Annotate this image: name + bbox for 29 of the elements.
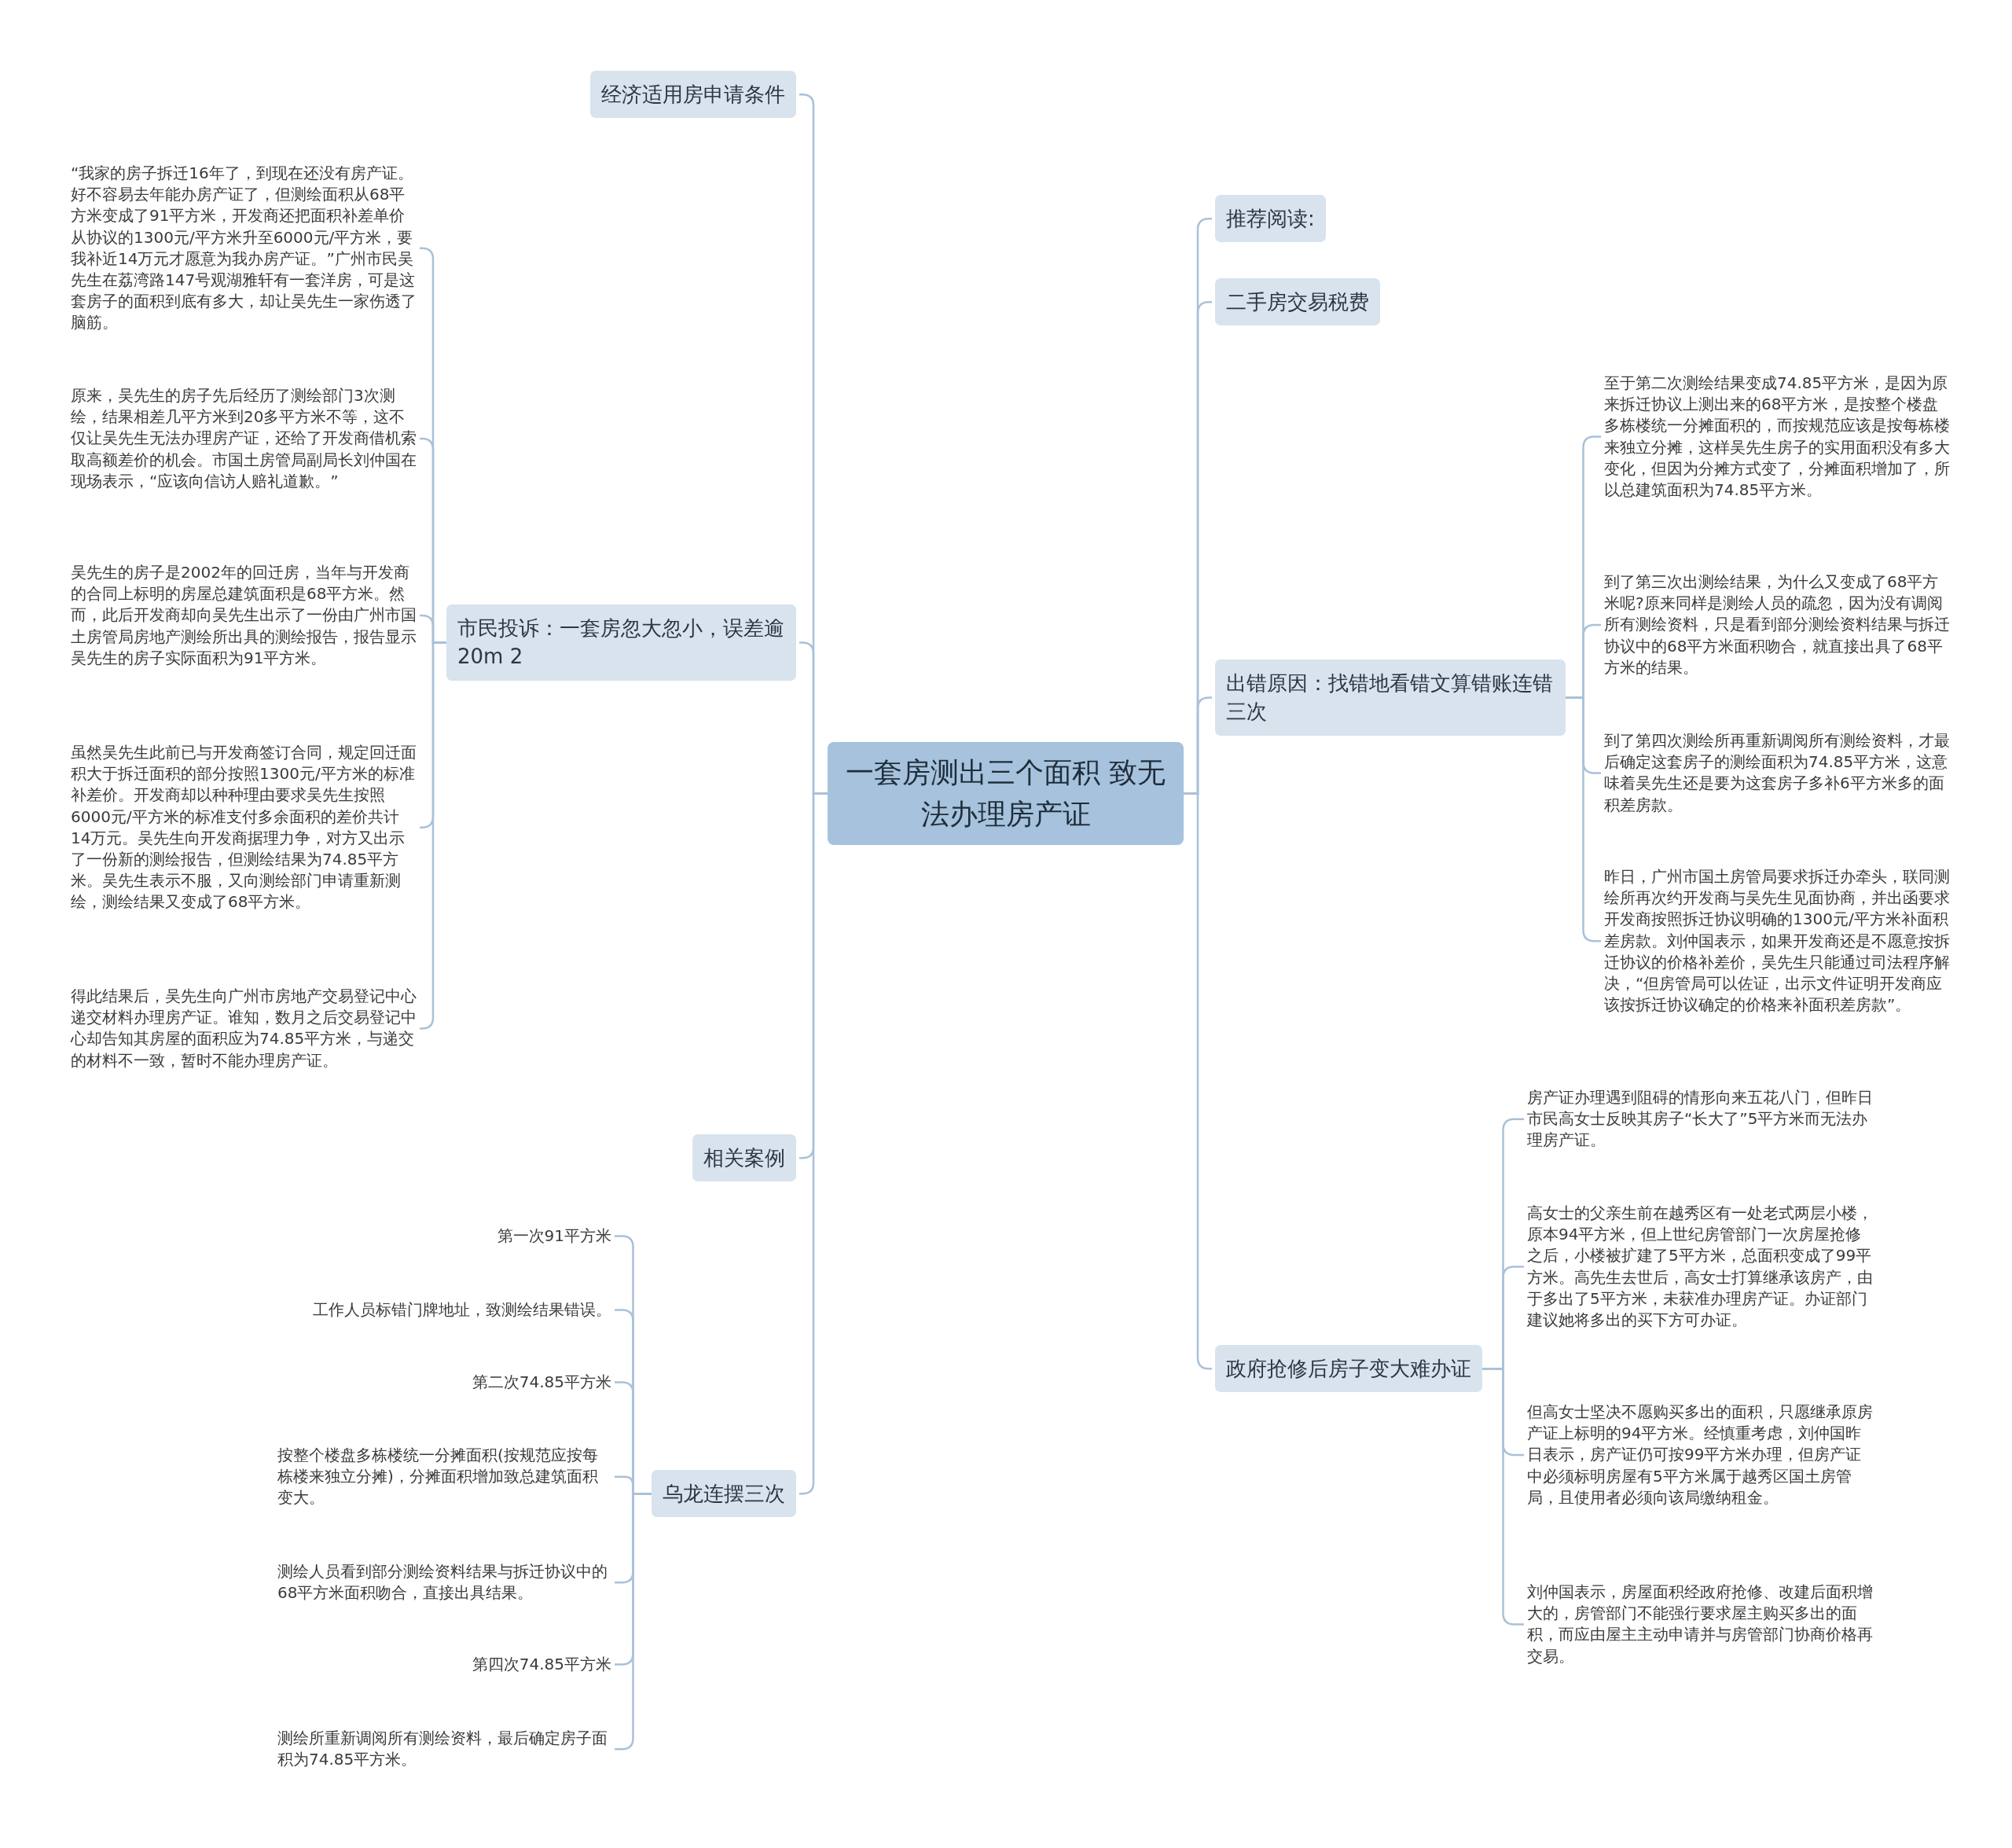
note-text: 虽然吴先生此前已与开发商签订合同，规定回迁面积大于拆迁面积的部分按照1300元/平方米的标准补差价。开发商却以种种理由要求吴先生按照6000元/平方米的标准支付多余面积的差价共计14万元。吴先生向开发商据理力争，对方又出示了一份新的测绘报告，但测绘结果为74.85平方米。吴先生表示不服，又向测绘部门申请重新测绘，测绘结果又变成了68平方米。: [71, 742, 417, 913]
note-text: 第四次74.85平方米: [472, 1654, 611, 1676]
note-text: 测绘人员看到部分测绘资料结果与拆迁协议中的68平方米面积吻合，直接出具结果。: [277, 1561, 611, 1604]
central-topic: 一套房测出三个面积 致无法办理房产证: [828, 742, 1184, 845]
note-text: 第一次91平方米: [497, 1225, 611, 1247]
note-text: 房产证办理遇到阻碍的情形向来五花八门，但昨日市民高女士反映其房子“长大了”5平方米而无法办理房产证。: [1527, 1087, 1873, 1152]
note-text: 但高女士坚决不愿购买多出的面积，只愿继承原房产证上标明的94平方米。经慎重考虑，刘仲国昨日表示，房产证仍可按99平方米办理，但房产证中必须标明房屋有5平方米属于越秀区国土房管局，且使用者必须向该局缴纳租金。: [1527, 1402, 1873, 1508]
topic-box: 政府抢修后房子变大难办证: [1215, 1345, 1482, 1393]
note-text: 原来，吴先生的房子先后经历了测绘部门3次测绘，结果相差几平方米到20多平方米不等，这不仅让吴先生无法办理房产证，还给了开发商借机索取高额差价的机会。市国土房管局副局长刘仲国在现场表示，“应该向信访人赔礼道歉。”: [71, 385, 417, 492]
note-text: 刘仲国表示，房屋面积经政府抢修、改建后面积增大的，房管部门不能强行要求屋主购买多出的面积，而应由屋主主动申请并与房管部门协商价格再交易。: [1527, 1582, 1873, 1667]
topic-box: 经济适用房申请条件: [590, 71, 796, 119]
note-text: 到了第四次测绘所再重新调阅所有测绘资料，才最后确定这套房子的测绘面积为74.85平方米，这意味着吴先生还是要为这套房子多补6平方米多的面积差房款。: [1604, 730, 1950, 816]
note-text: 高女士的父亲生前在越秀区有一处老式两层小楼，原本94平方米，但上世纪房管部门一次房屋抢修之后，小楼被扩建了5平方米，总面积变成了99平方米。高先生去世后，高女士打算继承该房产，由于多出了5平方米，未获准办理房产证。办证部门建议她将多出的买下方可办证。: [1527, 1203, 1873, 1332]
topic-box: 出错原因：找错地看错文算错账连错三次: [1215, 659, 1566, 736]
topic-box: 二手房交易税费: [1215, 278, 1380, 326]
note-text: 按整个楼盘多栋楼统一分摊面积(按规范应按每栋楼来独立分摊)，分摊面积增加致总建筑面积变大。: [277, 1445, 611, 1509]
note-text: “我家的房子拆迁16年了，到现在还没有房产证。好不容易去年能办房产证了，但测绘面积从68平方米变成了91平方米，开发商还把面积补差单价从协议的1300元/平方米升至6000元/平方米，要我补近14万元才愿意为我办房产证。”广州市民吴先生在荔湾路147号观湖雅轩有一套洋房，可是这套房子的面积到底有多大，却让吴先生一家伤透了脑筋。: [71, 163, 417, 334]
note-text: 到了第三次出测绘结果，为什么又变成了68平方米呢?原来同样是测绘人员的疏忽，因为没有调阅所有测绘资料，只是看到部分测绘资料结果与拆迁协议中的68平方米面积吻合，就直接出具了68平方米的结果。: [1604, 571, 1950, 678]
topic-box: 市民投诉：一套房忽大忽小，误差逾20m 2: [446, 604, 796, 681]
topic-box: 乌龙连摆三次: [652, 1470, 796, 1518]
note-text: 测绘所重新调阅所有测绘资料，最后确定房子面积为74.85平方米。: [277, 1728, 611, 1771]
note-text: 工作人员标错门牌地址，致测绘结果错误。: [313, 1299, 611, 1321]
topic-box: 推荐阅读:: [1215, 195, 1326, 243]
note-text: 昨日，广州市国土房管局要求拆迁办牵头，联同测绘所再次约开发商与吴先生见面协商，并出函要求开发商按照拆迁协议明确的1300元/平方米补面积差房款。刘仲国表示，如果开发商还是不愿意按拆迁协议的价格补差价，吴先生只能通过司法程序解决，“但房管局可以佐证，出示文件证明开发商应该按拆迁协议确定的价格来补面积差房款”。: [1604, 866, 1950, 1016]
note-text: 得此结果后，吴先生向广州市房地产交易登记中心递交材料办理房产证。谁知，数月之后交易登记中心却告知其房屋的面积应为74.85平方米，与递交的材料不一致，暂时不能办理房产证。: [71, 986, 417, 1071]
note-text: 至于第二次测绘结果变成74.85平方米，是因为原来拆迁协议上测出来的68平方米，是按整个楼盘多栋楼统一分摊面积的，而按规范应该是按每栋楼来独立分摊，这样吴先生房子的实用面积没有多大变化，但因为分摊方式变了，分摊面积增加了，所以总建筑面积为74.85平方米。: [1604, 373, 1950, 501]
note-text: 第二次74.85平方米: [472, 1372, 611, 1394]
topic-box: 相关案例: [692, 1134, 796, 1182]
note-text: 吴先生的房子是2002年的回迁房，当年与开发商的合同上标明的房屋总建筑面积是68平方米。然而，此后开发商却向吴先生出示了一份由广州市国土房管局房地产测绘所出具的测绘报告，报告显示吴先生的房子实际面积为91平方米。: [71, 562, 417, 669]
